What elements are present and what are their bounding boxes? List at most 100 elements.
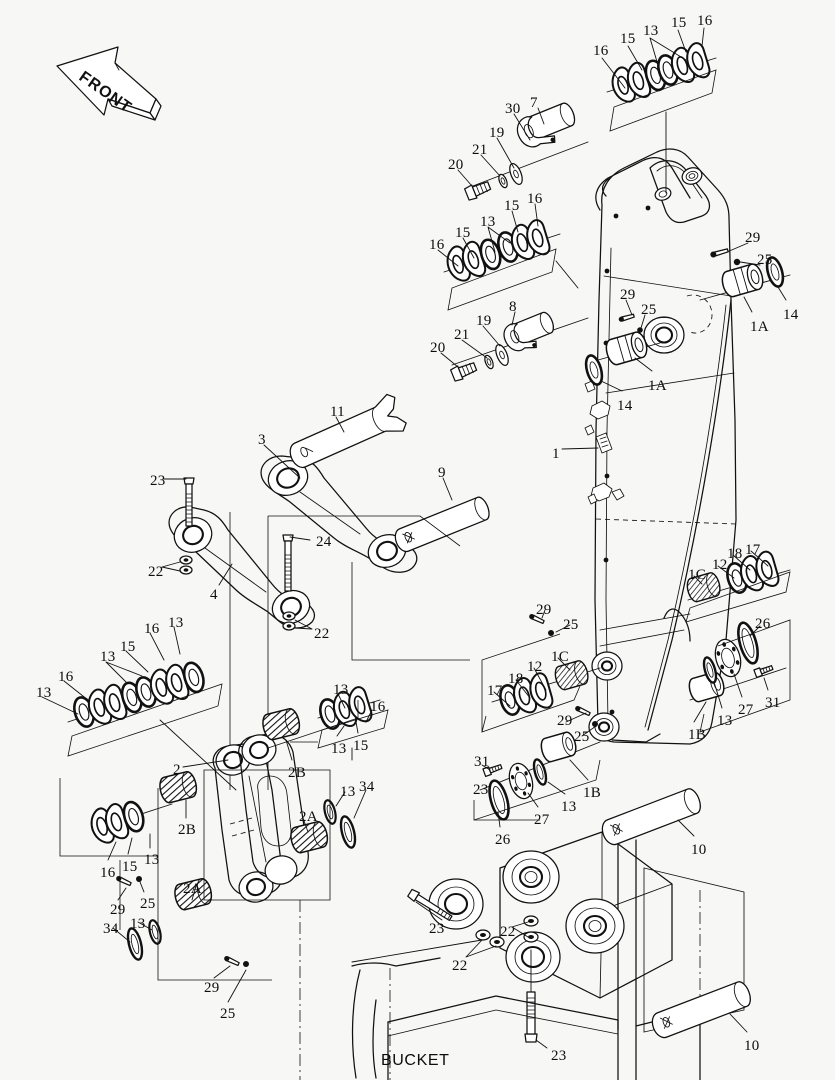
callout-29: 29: [536, 602, 552, 618]
callout-13: 13: [333, 682, 349, 698]
callout-1c: 1C: [688, 567, 706, 583]
callout-25: 25: [220, 1006, 236, 1022]
bushing-2B-left: [159, 771, 198, 804]
callout-13: 13: [331, 741, 347, 757]
bolt-23-link: [183, 477, 195, 527]
callout-34: 34: [103, 921, 119, 937]
callout-23: 23: [551, 1048, 567, 1064]
callout-15: 15: [504, 198, 520, 214]
nut-22-a: [179, 555, 193, 575]
callout-13: 13: [643, 23, 659, 39]
callout-7: 7: [530, 95, 538, 111]
callout-15: 15: [122, 859, 138, 875]
callout-26: 26: [755, 616, 771, 632]
stack-1B-right: [688, 619, 791, 733]
callout-1a: 1A: [750, 319, 769, 335]
callout-27: 27: [738, 702, 754, 718]
bushing-2B-right: [262, 708, 301, 741]
boom-main-body: [584, 148, 737, 745]
seal-stack-left-upper: [67, 659, 237, 791]
callout-2: 2: [173, 762, 181, 778]
callout-29: 29: [620, 287, 636, 303]
callout-4: 4: [210, 587, 218, 603]
seal-stack-left-lower: [59, 778, 173, 857]
callout-27: 27: [534, 812, 550, 828]
callout-13: 13: [130, 916, 146, 932]
callout-16: 16: [370, 699, 386, 715]
callout-1: 1: [552, 446, 560, 462]
callout-23: 23: [473, 782, 489, 798]
bushing-2A-right: [290, 821, 329, 854]
callout-22: 22: [148, 564, 164, 580]
callout-23: 23: [429, 921, 445, 937]
callout-1b: 1B: [583, 785, 601, 801]
callout-11: 11: [330, 404, 345, 420]
nuts-22-left: [475, 929, 505, 948]
bushing-2A-left: [174, 878, 213, 911]
callout-25: 25: [563, 617, 579, 633]
callout-15: 15: [120, 639, 136, 655]
callout-13: 13: [144, 852, 160, 868]
callout-30: 30: [505, 101, 521, 117]
callout-13: 13: [168, 615, 184, 631]
callout-16: 16: [144, 621, 160, 637]
callout-2b: 2B: [288, 765, 306, 781]
callout-23: 23: [150, 473, 166, 489]
callout-18: 18: [508, 671, 524, 687]
callout-16: 16: [429, 237, 445, 253]
oring-34-right: [339, 815, 357, 849]
callout-22: 22: [452, 958, 468, 974]
oring-34-left: [126, 927, 144, 961]
callout-25: 25: [574, 729, 590, 745]
callout-13: 13: [100, 649, 116, 665]
callout-25: 25: [140, 896, 156, 912]
callout-3: 3: [258, 432, 266, 448]
callout-1c: 1C: [551, 649, 569, 665]
callout-15: 15: [353, 738, 369, 754]
callout-20: 20: [430, 340, 446, 356]
callout-8: 8: [509, 299, 517, 315]
bucket-bracket-assembly: [299, 831, 745, 1080]
callout-13: 13: [717, 713, 733, 729]
callout-14: 14: [617, 398, 633, 414]
callout-16: 16: [527, 191, 543, 207]
stack-1C-left: [481, 614, 601, 733]
callout-29: 29: [745, 230, 761, 246]
nuts-22-center: [523, 915, 539, 943]
callout-15: 15: [671, 15, 687, 31]
callout-19: 19: [489, 125, 505, 141]
callout-13: 13: [36, 685, 52, 701]
front-arrow-icon: FRONT: [56, 46, 162, 121]
pin-10-upper: [601, 788, 701, 846]
callout-34: 34: [359, 779, 375, 795]
callout-22: 22: [500, 924, 516, 940]
callout-25: 25: [757, 252, 773, 268]
pin-29-arm-lower: [224, 956, 240, 967]
callout-14: 14: [783, 307, 799, 323]
callout-29: 29: [110, 902, 126, 918]
callout-17: 17: [745, 542, 761, 558]
callout-20: 20: [448, 157, 464, 173]
callout-1a: 1A: [648, 378, 667, 394]
callout-2a: 2A: [299, 809, 318, 825]
pin-11: [289, 393, 407, 469]
callout-21: 21: [454, 327, 470, 343]
callout-17: 17: [487, 683, 503, 699]
callout-15: 15: [455, 225, 471, 241]
callout-9: 9: [438, 465, 446, 481]
callout-31: 31: [765, 695, 781, 711]
callout-31: 31: [474, 754, 490, 770]
callout-29: 29: [204, 980, 220, 996]
seal-stack-mid-right: [442, 217, 579, 311]
callout-18: 18: [727, 546, 743, 562]
callout-24: 24: [316, 534, 332, 550]
callout-13: 13: [480, 214, 496, 230]
callout-12: 12: [712, 557, 728, 573]
bushing-1A-right: [699, 248, 791, 301]
callout-16: 16: [100, 865, 116, 881]
pin-8-assembly: [450, 311, 589, 382]
bucket-section-label: BUCKET: [381, 1052, 450, 1069]
callout-21: 21: [472, 142, 488, 158]
